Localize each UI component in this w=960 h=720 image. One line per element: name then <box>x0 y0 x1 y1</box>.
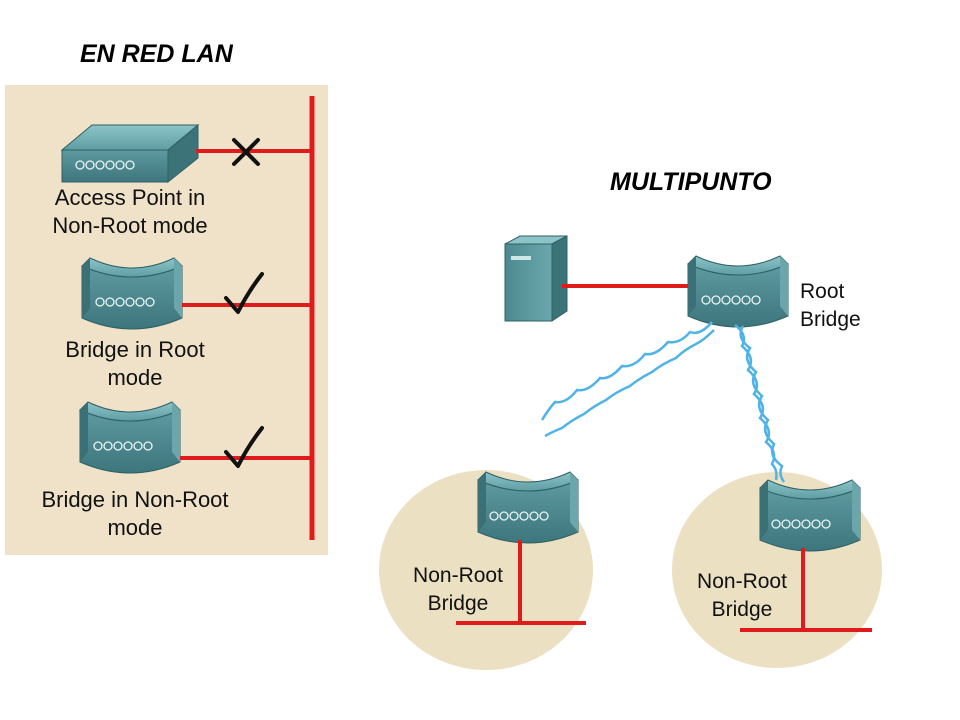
ok-check-icon <box>224 426 264 468</box>
wireless-link-right <box>734 324 786 483</box>
lan-title: EN RED LAN <box>80 40 233 68</box>
server-icon <box>504 235 568 322</box>
access-point-icon <box>60 123 200 184</box>
root-bridge-icon <box>687 255 789 328</box>
multipoint-title: MULTIPUNTO <box>610 168 772 196</box>
blocked-x-icon <box>232 138 260 166</box>
right-nonroot-bridge-icon <box>759 479 861 552</box>
ok-check-icon <box>224 272 264 314</box>
left-nonroot-bridge-icon <box>477 471 579 544</box>
wireless-link-left <box>540 321 715 438</box>
bridge-root-icon <box>81 257 183 330</box>
bridge-nonroot-icon <box>79 401 181 474</box>
